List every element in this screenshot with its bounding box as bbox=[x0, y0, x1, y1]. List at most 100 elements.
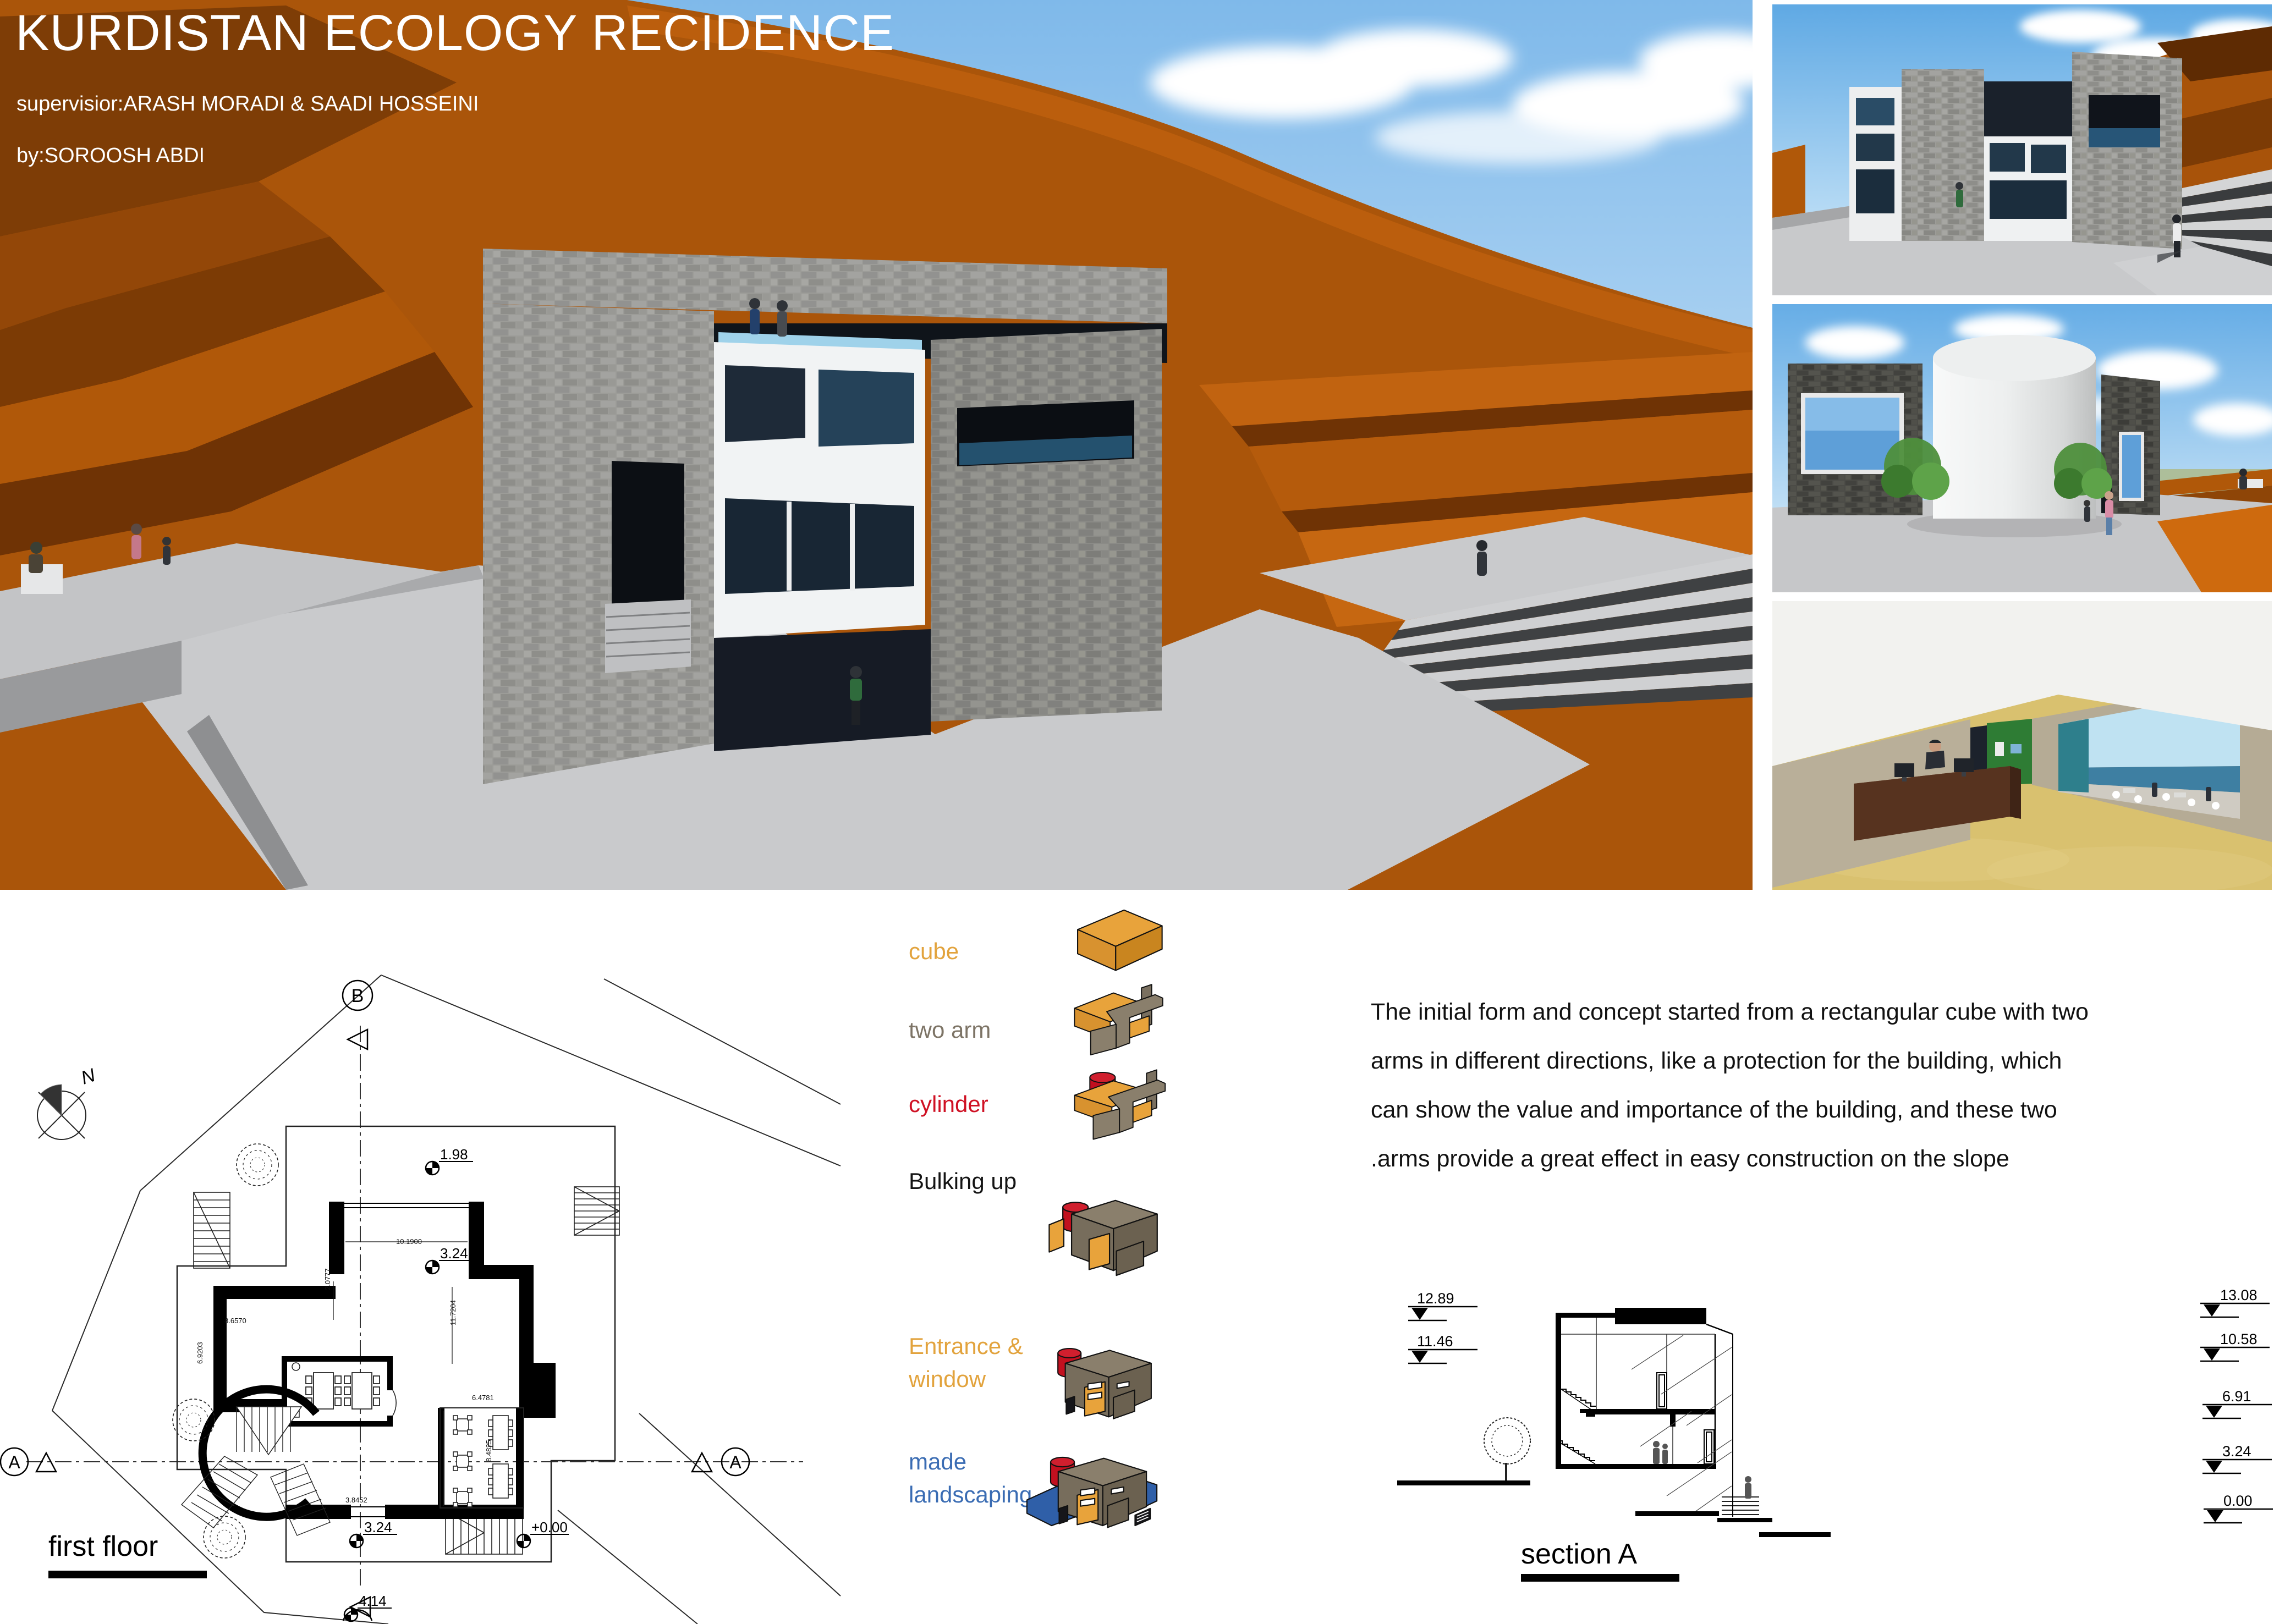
section-door bbox=[1656, 1372, 1667, 1410]
svg-text:3.8452: 3.8452 bbox=[345, 1496, 367, 1504]
concept-label: Bulking up bbox=[909, 1168, 1017, 1194]
svg-text:A: A bbox=[8, 1452, 20, 1472]
concept-icon-two-arm bbox=[1074, 984, 1163, 1056]
entrance-opening bbox=[612, 461, 684, 608]
concept-label: Entrance & window bbox=[909, 1333, 1023, 1392]
render-thumbnail-interior-lobby bbox=[1772, 601, 2272, 890]
terrace-outline bbox=[176, 1125, 616, 1563]
circular-stair bbox=[180, 1385, 331, 1536]
concept-step-bulking-up: Bulking up bbox=[909, 1165, 1046, 1198]
dark-base bbox=[714, 629, 931, 751]
section-left-levels: 12.89 11.46 bbox=[1407, 1290, 1479, 1364]
concept-step-cylinder: cylinder bbox=[909, 1088, 1046, 1121]
svg-text:3.24: 3.24 bbox=[440, 1245, 468, 1262]
roof-pool bbox=[718, 332, 922, 352]
concept-icon-cube bbox=[1077, 909, 1163, 971]
concept-step-cube: cube bbox=[909, 935, 1046, 968]
concept-icon-made-landscaping bbox=[1026, 1456, 1158, 1528]
thumb2-people bbox=[2084, 469, 2247, 535]
right-stone-volume bbox=[931, 329, 1162, 722]
concept-label: cylinder bbox=[909, 1091, 988, 1117]
people-figures bbox=[29, 298, 1487, 725]
svg-text:10.58: 10.58 bbox=[2220, 1331, 2257, 1347]
concept-label: cube bbox=[909, 938, 959, 964]
concept-description: The initial form and concept started fro… bbox=[1371, 988, 2273, 1183]
main-render-illustration bbox=[0, 0, 1804, 890]
svg-text:6.9203: 6.9203 bbox=[196, 1342, 204, 1364]
dining-room bbox=[440, 1407, 524, 1509]
grid-bubble-A-right: A bbox=[690, 1447, 750, 1477]
svg-text:8.4825: 8.4825 bbox=[485, 1440, 493, 1462]
concept-icon-cylinder bbox=[1074, 1069, 1166, 1140]
svg-text:4.14: 4.14 bbox=[359, 1593, 387, 1609]
page-title: KURDISTAN ECOLOGY RECIDENCE bbox=[15, 5, 895, 61]
svg-text:A: A bbox=[729, 1452, 741, 1472]
section-right-stairs bbox=[1722, 1496, 1759, 1515]
thumb1-people bbox=[1956, 182, 2182, 263]
plan-title: first floor bbox=[48, 1531, 158, 1562]
svg-text:2.0777: 2.0777 bbox=[323, 1268, 332, 1290]
section-stair-upper bbox=[1561, 1389, 1596, 1407]
building bbox=[483, 249, 1167, 784]
section-people bbox=[1653, 1441, 1668, 1464]
receptionist bbox=[1929, 740, 1941, 752]
supervisor-credit: supervisior:ARASH MORADI & SAADI HOSSEIN… bbox=[17, 92, 479, 115]
svg-text:1.98: 1.98 bbox=[440, 1146, 468, 1163]
author-credit: by:SOROOSH ABDI bbox=[17, 144, 205, 167]
svg-text:11.46: 11.46 bbox=[1417, 1333, 1453, 1350]
render-thumbnail-exterior-towers bbox=[1772, 4, 2272, 295]
svg-text:+0.00: +0.00 bbox=[531, 1519, 568, 1535]
exterior-stair-top-right bbox=[574, 1186, 620, 1236]
section-hatch bbox=[1631, 1335, 1732, 1513]
grid-lines bbox=[26, 1026, 803, 1589]
section-drawing: 12.89 11.46 13.08 10.58 6.91 3.24 0.00 bbox=[1397, 1287, 2274, 1537]
plaza-grand-stairs bbox=[1260, 517, 1753, 719]
ceiling bbox=[1772, 601, 2272, 766]
description-line: arms in different directions, like a pro… bbox=[1371, 1048, 2062, 1074]
thumb1-left-tower bbox=[1902, 69, 1984, 241]
reception-desk bbox=[1854, 739, 2021, 841]
meeting-room bbox=[282, 1356, 397, 1427]
svg-text:3.24: 3.24 bbox=[364, 1519, 392, 1535]
svg-text:B: B bbox=[351, 986, 364, 1006]
description-line: .arms provide a great effect in easy con… bbox=[1371, 1146, 2009, 1172]
north-arrow: N bbox=[37, 1065, 98, 1140]
concept-label: two arm bbox=[909, 1017, 991, 1043]
svg-text:13.08: 13.08 bbox=[2220, 1287, 2257, 1303]
floor-plan-drawing: B A A N bbox=[0, 975, 841, 1624]
concept-icon-bulking-up bbox=[1048, 1199, 1158, 1276]
grid-bubble-A-left: A bbox=[0, 1447, 58, 1477]
plan-title-underline bbox=[48, 1571, 207, 1578]
svg-text:11.7204: 11.7204 bbox=[449, 1300, 457, 1325]
section-right-levels: 13.08 10.58 6.91 3.24 0.00 bbox=[2199, 1287, 2274, 1524]
svg-text:N: N bbox=[79, 1065, 98, 1089]
svg-text:3.24: 3.24 bbox=[2222, 1443, 2251, 1460]
section-title-underline bbox=[1521, 1574, 1679, 1582]
grid-bubble-B: B bbox=[342, 979, 373, 1051]
svg-text:8.6570: 8.6570 bbox=[224, 1317, 246, 1325]
section-stair-lower bbox=[1557, 1440, 1595, 1461]
section-tree bbox=[1484, 1417, 1531, 1465]
concept-step-entrance-window: Entrance & window bbox=[909, 1330, 1052, 1396]
render-thumbnail-cylinder bbox=[1772, 304, 2272, 592]
concept-label: made landscaping bbox=[909, 1449, 1032, 1507]
svg-text:12.89: 12.89 bbox=[1417, 1290, 1454, 1307]
roof-slab bbox=[483, 249, 1167, 323]
section-title: section A bbox=[1521, 1538, 1638, 1570]
plan-dimensions: 2.0777 10.1900 11.7204 8.6570 6.9203 6.4… bbox=[196, 1237, 494, 1504]
site-boundary bbox=[52, 975, 841, 1624]
plan-level-markers: 1.98 3.24 3.24 +0.00 4.14 bbox=[343, 1146, 569, 1622]
plan-tree bbox=[236, 1143, 279, 1186]
section-building bbox=[1397, 1308, 1831, 1537]
stair-flight-right bbox=[270, 1463, 331, 1536]
thumb1-right-tower bbox=[2072, 52, 2182, 249]
main-render: KURDISTAN ECOLOGY RECIDENCE supervisior:… bbox=[0, 0, 1804, 890]
concept-step-made-landscaping: made landscaping bbox=[909, 1445, 1052, 1511]
svg-text:6.4781: 6.4781 bbox=[472, 1394, 494, 1402]
svg-text:0.00: 0.00 bbox=[2223, 1493, 2253, 1509]
clouds bbox=[1150, 29, 1804, 164]
description-line: The initial form and concept started fro… bbox=[1371, 999, 2089, 1025]
thumb2-trees bbox=[1881, 438, 2112, 500]
exterior-stair-left bbox=[193, 1192, 230, 1269]
